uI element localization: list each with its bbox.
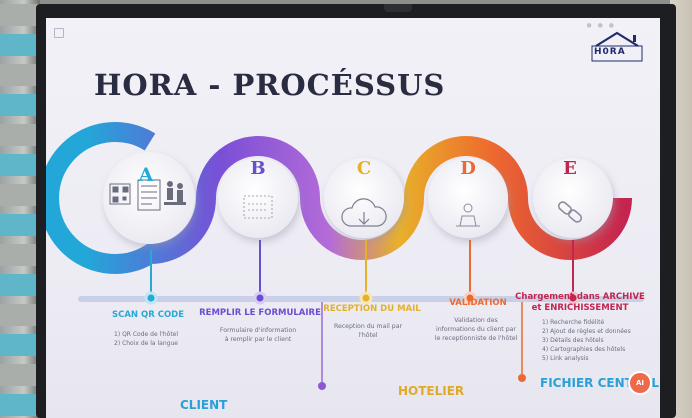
wall-slat: [0, 34, 40, 56]
wall-left: [0, 0, 40, 418]
step-d-label: VALIDATION: [449, 298, 507, 308]
group-hotelier-label: HOTELIER: [398, 384, 465, 398]
hotel-roof-icon: [591, 31, 643, 62]
step-a-desc-line: 1) QR Code de l'hôtel: [114, 331, 179, 338]
hora-logo: H0RA: [588, 30, 646, 66]
step-c-desc-line: l'hôtel: [358, 332, 378, 339]
step-a-desc-line: 2) Choix de la langue: [114, 340, 178, 347]
form-icon: [137, 179, 161, 211]
wall-slat: [0, 4, 40, 26]
disc-e: [533, 158, 613, 305]
step-d-desc-line: informations du client par: [436, 326, 516, 333]
wall-slat: [0, 394, 40, 416]
wall-slat: [0, 244, 40, 266]
step-e-label: Chargement dans ARCHIVE: [515, 292, 645, 302]
disc-b: [218, 158, 298, 305]
step-b-label: REMPLIR LE FORMULAIRE: [199, 308, 321, 318]
disc-c: [324, 158, 404, 305]
wall-slat: [0, 364, 40, 386]
step-b-desc-line: Formulaire d'information: [219, 327, 297, 334]
wall-slat: [0, 124, 40, 146]
logo-text: H0RA: [594, 47, 626, 57]
step-e-desc-line: 5) Link analysis: [542, 355, 589, 362]
form-fill-icon: [243, 195, 273, 219]
step-e-letter: E: [563, 158, 577, 179]
monitor-screen: ● ● ● H0RA HORA - PROCÉSSUS: [46, 18, 660, 418]
wall-slat: [0, 94, 40, 116]
step-e-desc-line: 4) Cartographies des hôtels: [542, 346, 626, 353]
disc-d: [428, 158, 508, 305]
step-e-desc-line: 1) Recherche fidélité: [542, 319, 605, 326]
step-c-label: RECEPTION DU MAIL: [323, 304, 421, 314]
chain-link-icon: [557, 201, 583, 223]
wall-slat: [0, 214, 40, 236]
qr-code-icon: [109, 183, 131, 205]
step-e-desc: 1) Recherche fidélité 2) Ajout de règles…: [542, 318, 631, 363]
cloud-download-icon: [341, 198, 387, 227]
step-e-desc-line: 3) Détails des hôtels: [542, 337, 604, 344]
step-a-desc: 1) QR Code de l'hôtel 2) Choix de la lan…: [114, 330, 178, 348]
step-e-label-2: et ENRICHISSEMENT: [531, 303, 629, 313]
step-c-letter: C: [356, 158, 372, 179]
step-d-desc: Validation des informations du client pa…: [435, 316, 518, 343]
step-d-desc-line: le receptionniste de l'hôtel: [434, 335, 518, 342]
step-discs: [103, 152, 613, 390]
wall-slat: [0, 184, 40, 206]
group-client-label: CLIENT: [180, 398, 228, 412]
wall-slat: [0, 64, 40, 86]
wall-slat: [0, 334, 40, 356]
step-d-desc-line: Validation des: [454, 317, 498, 324]
step-a-letter: A: [138, 164, 154, 186]
group-divider-dot-2: [518, 374, 526, 382]
validation-icon: [456, 203, 480, 227]
monitor-camera: [384, 4, 412, 12]
step-b-letter: B: [250, 158, 266, 179]
wall-slat: [0, 154, 40, 176]
step-b-desc: Formulaire d'information à remplir par l…: [220, 326, 296, 344]
step-c-desc-line: Reception du mail par: [333, 323, 403, 330]
ai-badge: AI: [628, 371, 652, 395]
step-e-desc-line: 2) Ajout de règles et données: [542, 328, 631, 335]
step-a-label: SCAN QR CODE: [111, 310, 185, 320]
step-c-desc: Reception du mail par l'hôtel: [334, 322, 402, 340]
page-title: HORA - PROCÉSSUS: [94, 68, 446, 102]
step-d-letter: D: [460, 158, 476, 179]
wall-slat: [0, 274, 40, 296]
gradient-ribbon: [46, 122, 632, 274]
screen-corner-mark: [54, 28, 64, 38]
screen-corner-dots: ● ● ●: [586, 22, 616, 29]
wall-slat: [0, 304, 40, 326]
group-divider-dot-1: [318, 382, 326, 390]
people-icon: [164, 181, 186, 205]
step-b-desc-line: à remplir par le client: [224, 336, 292, 343]
